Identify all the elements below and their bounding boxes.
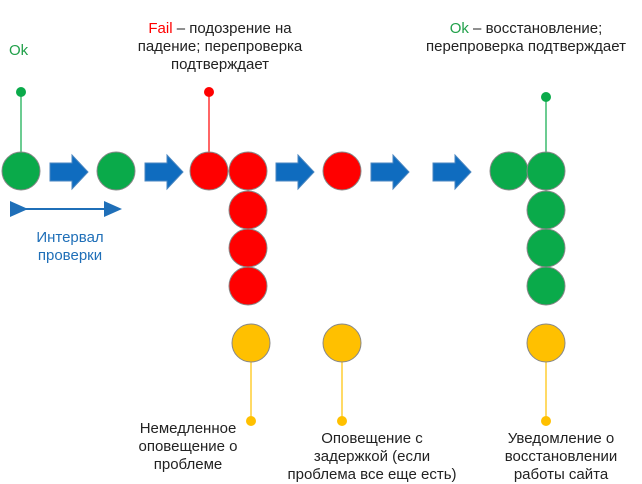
notify-now-line2: оповещение о	[138, 438, 238, 455]
fail-label-line3: подтверждает	[170, 56, 270, 73]
recheck-ok-2	[526, 190, 566, 230]
fail-label: Fail – подозрение на падение; перепровер…	[115, 20, 325, 74]
recheck-ok-4	[526, 266, 566, 306]
check-ok-1	[1, 151, 41, 191]
recheck-fail-2	[228, 190, 268, 230]
notify-now-label: Немедленное оповещение о проблеме	[128, 420, 248, 474]
recheck-fail-1	[228, 151, 268, 191]
interval-line2: проверки	[37, 247, 103, 264]
check-ok-3	[489, 151, 529, 191]
recheck-ok-1	[526, 151, 566, 191]
pin-alert-2	[337, 416, 347, 426]
arrow-icon-1	[49, 153, 89, 191]
arrow-icon-5	[432, 153, 472, 191]
notify-restore-line2: восстановлении	[504, 448, 618, 465]
pin-alert-3	[541, 416, 551, 426]
arrow-icon-2	[144, 153, 184, 191]
check-fail-1	[189, 151, 229, 191]
ok-right-rest: – восстановление;	[468, 20, 603, 37]
alert-circle-1	[231, 323, 271, 363]
fail-label-line1: Fail – подозрение на	[115, 20, 325, 38]
alert-circle-2	[322, 323, 362, 363]
notify-restore-line1: Уведомление о	[507, 430, 615, 447]
ok-right-label: Ok – восстановление; перепроверка подтве…	[414, 20, 638, 56]
ok-right-label-line2: перепроверка подтверждает	[426, 38, 626, 55]
pin-ok-right	[541, 92, 551, 102]
ok-left-label: Ok	[9, 42, 28, 60]
ok-left-text: Ok	[9, 42, 29, 59]
check-fail-2	[322, 151, 362, 191]
arrow-icon-3	[275, 153, 315, 191]
notify-delay-line2: задержкой (если	[313, 448, 431, 465]
recheck-fail-4	[228, 266, 268, 306]
interval-line1: Интервал	[36, 229, 104, 246]
pin-fail	[204, 87, 214, 97]
notify-delay-label: Оповещение с задержкой (если проблема вс…	[282, 430, 462, 484]
notify-now-line3: проблеме	[153, 456, 223, 473]
notify-restore-label: Уведомление о восстановлении работы сайт…	[486, 430, 636, 484]
notify-delay-line3: проблема все еще есть)	[287, 466, 457, 483]
pin-alert-1	[246, 416, 256, 426]
arrow-icon-4	[370, 153, 410, 191]
ok-right-label-line1: Ok – восстановление;	[414, 20, 638, 38]
fail-word: Fail	[148, 20, 173, 37]
alert-circle-3	[526, 323, 566, 363]
check-ok-2	[96, 151, 136, 191]
pin-ok-left	[16, 87, 26, 97]
notify-delay-line1: Оповещение с	[321, 430, 423, 447]
fail-rest: – подозрение на	[172, 20, 292, 37]
fail-label-line2: падение; перепроверка	[137, 38, 303, 55]
interval-label: Интервал проверки	[20, 229, 120, 265]
recheck-ok-3	[526, 228, 566, 268]
recheck-fail-3	[228, 228, 268, 268]
notify-now-line1: Немедленное	[139, 420, 237, 437]
notify-restore-line3: работы сайта	[513, 466, 609, 483]
ok-right-word: Ok	[449, 20, 469, 37]
